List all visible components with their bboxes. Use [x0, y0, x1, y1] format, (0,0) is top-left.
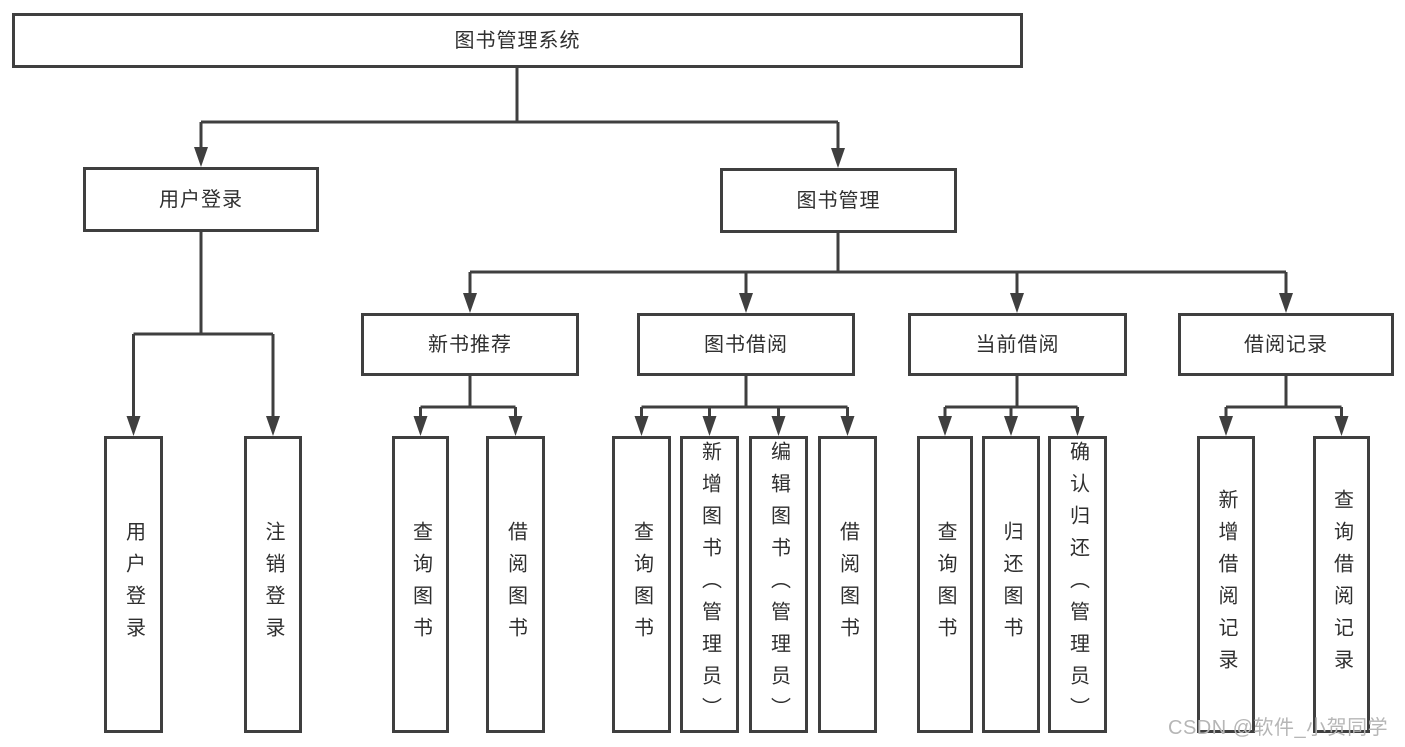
node-leaf-logout-label: 注销登录	[262, 520, 284, 649]
node-leaf-bb-edit-books-admin: 编辑图书（管理员）	[749, 436, 808, 733]
node-leaf-cb-return-books: 归还图书	[982, 436, 1040, 733]
node-leaf-cb-query-books: 查询图书	[917, 436, 973, 733]
node-leaf-bb-add-books-admin-label: 新增图书（管理员）	[698, 440, 721, 729]
node-book-borrow: 图书借阅	[637, 313, 855, 376]
node-leaf-bb-borrow-books-label: 借阅图书	[836, 520, 859, 649]
node-user-login: 用户登录	[83, 167, 319, 232]
node-leaf-bb-edit-books-admin-label: 编辑图书（管理员）	[767, 440, 790, 729]
node-user-login-label: 用户登录	[159, 188, 243, 211]
node-leaf-nb-query-books: 查询图书	[392, 436, 449, 733]
node-leaf-user-login-label: 用户登录	[122, 520, 145, 649]
node-root-label: 图书管理系统	[454, 29, 581, 52]
node-leaf-user-login: 用户登录	[104, 436, 163, 733]
node-leaf-br-query-record: 查询借阅记录	[1313, 436, 1370, 733]
node-leaf-br-add-record: 新增借阅记录	[1197, 436, 1255, 733]
node-new-book-recommend-label: 新书推荐	[428, 333, 512, 356]
node-leaf-cb-confirm-return-admin-label: 确认归还（管理员）	[1066, 440, 1089, 729]
node-book-management: 图书管理	[720, 168, 957, 233]
node-new-book-recommend: 新书推荐	[361, 313, 579, 376]
node-leaf-nb-borrow-books-label: 借阅图书	[504, 520, 527, 649]
connector-segments	[132, 68, 1343, 419]
node-book-management-label: 图书管理	[796, 189, 881, 212]
node-current-borrow: 当前借阅	[908, 313, 1127, 376]
node-leaf-nb-borrow-books: 借阅图书	[486, 436, 545, 733]
node-leaf-logout: 注销登录	[244, 436, 302, 733]
node-root: 图书管理系统	[12, 13, 1023, 68]
node-leaf-bb-query-books: 查询图书	[612, 436, 671, 733]
node-current-borrow-label: 当前借阅	[975, 333, 1060, 356]
node-leaf-cb-return-books-label: 归还图书	[1000, 520, 1022, 649]
node-leaf-bb-borrow-books: 借阅图书	[818, 436, 877, 733]
node-leaf-bb-query-books-label: 查询图书	[630, 520, 653, 649]
node-borrow-records-label: 借阅记录	[1244, 333, 1328, 356]
watermark-text: CSDN @软件_小贺同学	[1168, 717, 1389, 739]
node-leaf-br-add-record-label: 新增借阅记录	[1215, 488, 1237, 681]
node-book-borrow-label: 图书借阅	[704, 333, 788, 356]
node-leaf-cb-confirm-return-admin: 确认归还（管理员）	[1048, 436, 1107, 733]
node-leaf-cb-query-books-label: 查询图书	[934, 520, 956, 649]
node-borrow-records: 借阅记录	[1178, 313, 1394, 376]
node-leaf-nb-query-books-label: 查询图书	[409, 520, 432, 649]
node-leaf-bb-add-books-admin: 新增图书（管理员）	[680, 436, 739, 733]
node-leaf-br-query-record-label: 查询借阅记录	[1330, 488, 1353, 681]
